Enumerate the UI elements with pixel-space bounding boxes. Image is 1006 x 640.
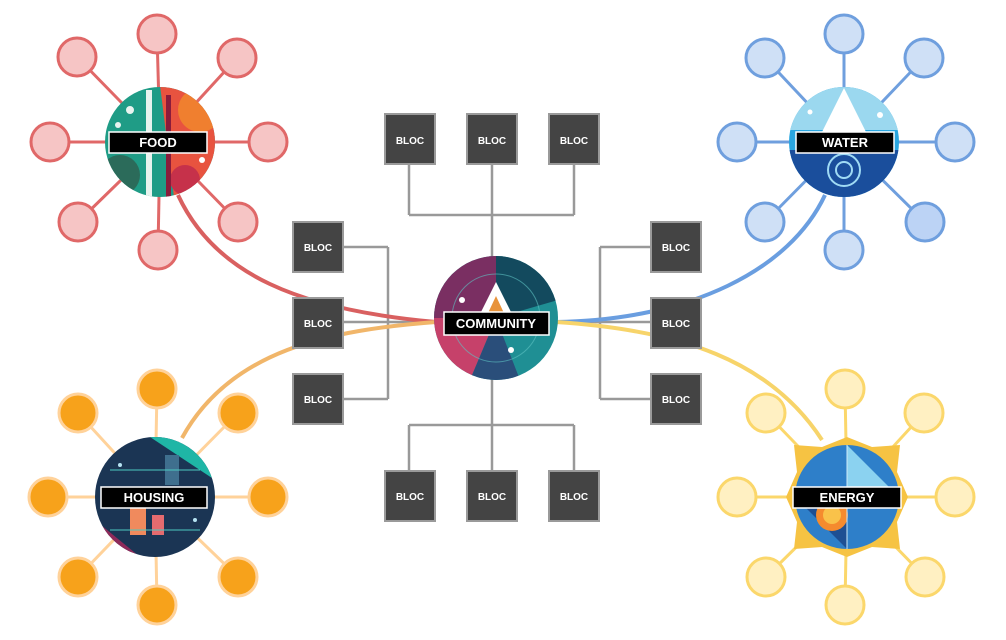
community-hub[interactable]: COMMUNITY (434, 256, 558, 380)
water-node[interactable] (744, 201, 786, 243)
food-node[interactable] (247, 121, 289, 163)
water-node[interactable] (744, 37, 786, 79)
bloc-label: BLOC (396, 492, 424, 503)
bloc-label: BLOC (662, 395, 690, 406)
energy-node[interactable] (745, 392, 787, 434)
food-node[interactable] (29, 121, 71, 163)
housing-label: HOUSING (124, 490, 185, 505)
housing-node[interactable] (57, 556, 99, 598)
water-node[interactable] (904, 201, 946, 243)
food-node[interactable] (56, 36, 98, 78)
bloc-label: BLOC (304, 319, 332, 330)
bloc-label: BLOC (560, 492, 588, 503)
housing-node[interactable] (27, 476, 69, 518)
bloc-right-bottom[interactable]: BLOC (650, 373, 702, 425)
bloc-label: BLOC (396, 136, 424, 147)
energy-node[interactable] (903, 392, 945, 434)
community-label: COMMUNITY (456, 316, 536, 331)
water-node[interactable] (934, 121, 976, 163)
energy-node[interactable] (716, 476, 758, 518)
food-cluster: FOOD (29, 13, 289, 271)
water-link (555, 194, 827, 324)
bloc-label: BLOC (560, 136, 588, 147)
tree-connectors (342, 163, 651, 472)
water-cluster: WATER (716, 13, 976, 271)
energy-link (555, 320, 824, 442)
bloc-right-middle[interactable]: BLOC (650, 297, 702, 349)
housing-node[interactable] (217, 556, 259, 598)
bloc-left-top[interactable]: BLOC (292, 221, 344, 273)
bloc-bottom-right[interactable]: BLOC (548, 470, 600, 522)
water-node[interactable] (903, 37, 945, 79)
food-node[interactable] (136, 13, 178, 55)
bloc-label: BLOC (662, 319, 690, 330)
bloc-label: BLOC (304, 395, 332, 406)
bloc-top-right[interactable]: BLOC (548, 113, 600, 165)
energy-node[interactable] (934, 476, 976, 518)
energy-node[interactable] (904, 556, 946, 598)
bloc-boxes: BLOC BLOC BLOC BLOC BLOC BLOC BLOC BLOC (292, 113, 702, 522)
food-node[interactable] (216, 37, 258, 79)
energy-hub[interactable]: ENERGY (786, 437, 908, 557)
bloc-bottom-left[interactable]: BLOC (384, 470, 436, 522)
water-node[interactable] (823, 13, 865, 55)
housing-node[interactable] (57, 392, 99, 434)
energy-node[interactable] (824, 368, 866, 410)
bloc-label: BLOC (478, 136, 506, 147)
food-node[interactable] (217, 201, 259, 243)
housing-node[interactable] (217, 392, 259, 434)
housing-link (180, 320, 437, 439)
water-node[interactable] (823, 229, 865, 271)
energy-node[interactable] (824, 584, 866, 626)
food-node[interactable] (137, 229, 179, 271)
energy-cluster: ENERGY (716, 368, 976, 626)
bloc-label: BLOC (478, 492, 506, 503)
bloc-left-bottom[interactable]: BLOC (292, 373, 344, 425)
bloc-label: BLOC (304, 243, 332, 254)
food-link (176, 194, 437, 324)
housing-node[interactable] (136, 584, 178, 626)
housing-node[interactable] (247, 476, 289, 518)
food-node[interactable] (57, 201, 99, 243)
bloc-label: BLOC (662, 243, 690, 254)
bloc-bottom-center[interactable]: BLOC (466, 470, 518, 522)
housing-node[interactable] (136, 368, 178, 410)
hub-links (176, 194, 827, 442)
bloc-left-middle[interactable]: BLOC (292, 297, 344, 349)
water-hub[interactable]: WATER (785, 85, 905, 205)
water-node[interactable] (716, 121, 758, 163)
food-label: FOOD (139, 135, 177, 150)
housing-hub[interactable]: HOUSING (95, 437, 215, 557)
water-label: WATER (822, 135, 869, 150)
bloc-top-left[interactable]: BLOC (384, 113, 436, 165)
energy-node[interactable] (745, 556, 787, 598)
bloc-top-center[interactable]: BLOC (466, 113, 518, 165)
bloc-right-top[interactable]: BLOC (650, 221, 702, 273)
energy-label: ENERGY (820, 490, 875, 505)
housing-cluster: HOUSING (27, 368, 289, 626)
